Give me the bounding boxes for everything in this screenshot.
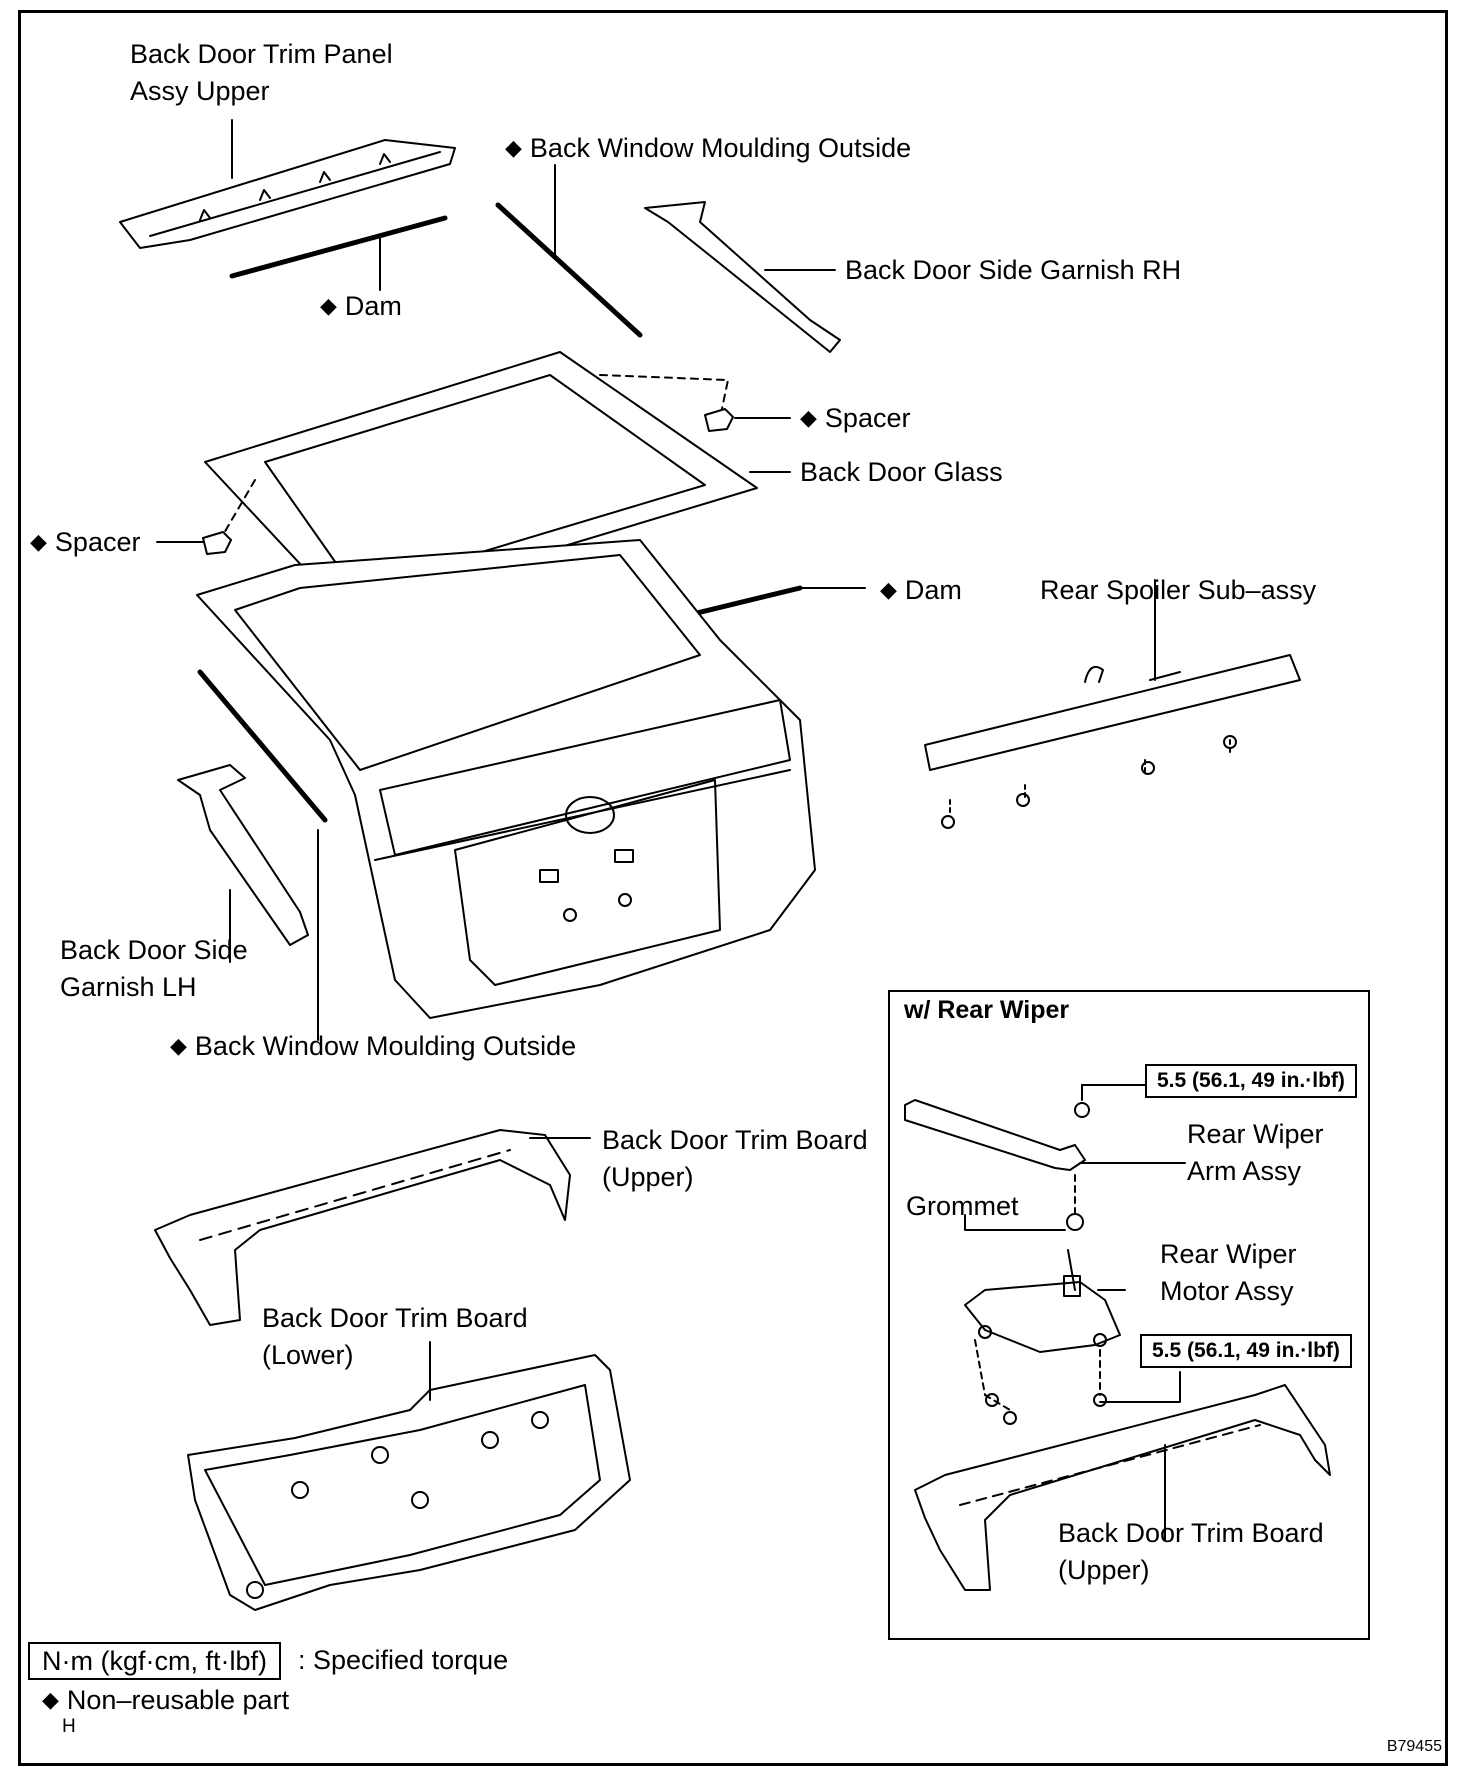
legend-non-reusable: Non–reusable part	[42, 1682, 289, 1720]
spoiler-bolts	[941, 735, 1237, 829]
label-moulding-top: Back Window Moulding Outside	[505, 130, 911, 168]
torque-box-top: 5.5 (56.1, 49 in.·lbf)	[1145, 1064, 1357, 1098]
label-trim-board-upper: Back Door Trim Board(Upper)	[602, 1125, 868, 1192]
inset-grommet-part	[1066, 1213, 1084, 1231]
inset-wiper-arm-part	[904, 1099, 1086, 1171]
legend-torque-desc: : Specified torque	[298, 1645, 509, 1675]
spacer-dash-right	[599, 374, 729, 419]
label-dam-mid: Dam	[880, 572, 962, 610]
inset-title: w/ Rear Wiper	[904, 996, 1070, 1024]
label-back-door-glass: Back Door Glass	[800, 457, 1003, 487]
spacer-left-part	[202, 531, 232, 555]
legend-torque-unit: N·m (kgf·cm, ft·lbf)	[28, 1642, 281, 1680]
label-inset-trim-board-upper: Back Door Trim Board(Upper)	[1058, 1518, 1324, 1585]
inset-wiper-motor-part	[964, 1249, 1121, 1353]
label-trim-board-lower: Back Door Trim Board(Lower)	[262, 1303, 528, 1370]
spacer-right-part	[704, 408, 734, 432]
dam-top-part	[229, 215, 448, 279]
rear-spoiler-part	[924, 654, 1301, 771]
inset-nut	[1074, 1102, 1090, 1118]
trim-panel-upper-part	[119, 139, 456, 249]
label-grommet: Grommet	[906, 1191, 1019, 1221]
label-dam-top: Dam	[320, 288, 402, 326]
inset-rear-wiper: w/ Rear Wiper	[888, 990, 1370, 1640]
inset-trim-board-upper-part	[914, 1384, 1331, 1591]
diagram-frame	[18, 10, 1448, 1766]
moulding-top-part	[495, 202, 643, 338]
leader-grommet	[964, 1214, 1066, 1231]
label-side-garnish-rh: Back Door Side Garnish RH	[845, 255, 1182, 285]
back-door-body-part	[196, 539, 816, 1019]
torque-box-bottom: 5.5 (56.1, 49 in.·lbf)	[1140, 1334, 1352, 1368]
moulding-bottom-part	[197, 669, 328, 823]
label-spacer-left: Spacer	[30, 524, 141, 562]
label-rear-spoiler: Rear Spoiler Sub–assy	[1040, 575, 1317, 605]
label-moulding-bottom: Back Window Moulding Outside	[170, 1028, 576, 1066]
leader-torque-bottom	[1099, 1371, 1181, 1403]
figure-code: B79455	[1386, 1738, 1442, 1755]
side-garnish-rh-part	[644, 201, 841, 353]
spacer-dash-left	[219, 479, 256, 541]
trim-board-upper-part	[154, 1129, 571, 1326]
back-door-glass-part	[204, 351, 758, 613]
side-garnish-lh-part	[177, 764, 309, 946]
label-spacer-right: Spacer	[800, 400, 911, 438]
trim-board-lower-part	[187, 1354, 631, 1611]
page-mark: H	[62, 1716, 76, 1737]
